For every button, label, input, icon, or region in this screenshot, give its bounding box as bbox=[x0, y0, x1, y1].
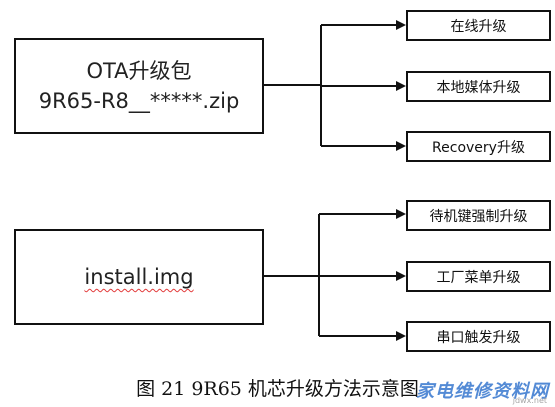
target-serial-trigger-upgrade: 串口触发升级 bbox=[406, 321, 551, 352]
target-online-upgrade: 在线升级 bbox=[406, 10, 551, 41]
install-img-box: install.img bbox=[14, 229, 264, 325]
target-label: 待机键强制升级 bbox=[429, 208, 528, 225]
target-standby-key-forced-upgrade: 待机键强制升级 bbox=[406, 200, 551, 231]
install-img-filename: install.img bbox=[84, 265, 194, 289]
ota-package-title: OTA升级包 bbox=[86, 59, 192, 83]
watermark-text: 家电维修资料网 bbox=[416, 381, 549, 402]
watermark-site: jdwx.net bbox=[512, 396, 547, 405]
target-label: 工厂菜单升级 bbox=[436, 269, 521, 286]
target-label: 在线升级 bbox=[450, 18, 507, 35]
target-factory-menu-upgrade: 工厂菜单升级 bbox=[406, 261, 551, 292]
figure-caption: 图 21 9R65 机芯升级方法示意图 bbox=[136, 378, 419, 400]
target-label: 本地媒体升级 bbox=[436, 79, 521, 96]
ota-package-box: OTA升级包 9R65-R8__*****.zip bbox=[14, 38, 264, 134]
target-recovery-upgrade: Recovery升级 bbox=[406, 131, 551, 162]
target-label: 串口触发升级 bbox=[436, 329, 521, 346]
target-label: Recovery升级 bbox=[432, 139, 525, 156]
target-local-media-upgrade: 本地媒体升级 bbox=[406, 71, 551, 102]
ota-package-filename: 9R65-R8__*****.zip bbox=[38, 89, 240, 113]
site-watermark: 家电维修资料网 jdwx.net bbox=[416, 377, 549, 405]
